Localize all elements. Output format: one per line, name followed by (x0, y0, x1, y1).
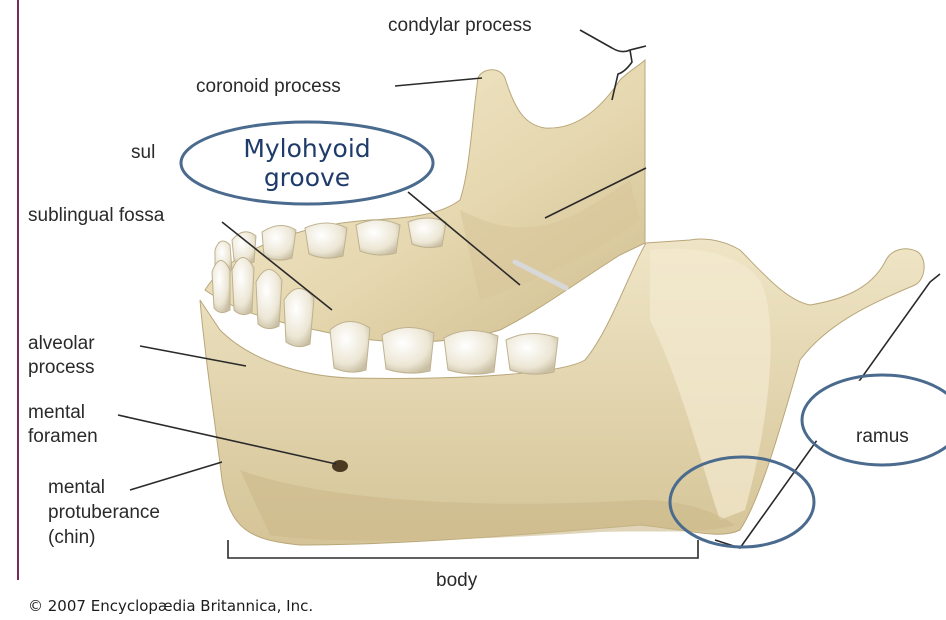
label-alveolar-line1: alveolar (28, 333, 95, 355)
label-mental-protuberance-line1: mental (48, 477, 105, 499)
left-border-line (17, 0, 19, 580)
callout-mylohyoid-line1: Mylohyoid (211, 134, 403, 163)
label-alveolar-line2: process (28, 357, 95, 379)
label-body: body (436, 570, 477, 592)
label-mental-protuberance-line3: (chin) (48, 527, 96, 549)
copyright-notice: © 2007 Encyclopædia Britannica, Inc. (28, 597, 313, 615)
callout-mylohyoid-line2: groove (211, 163, 403, 192)
label-sul-fragment: sul (131, 142, 155, 164)
label-mental-protuberance-line2: protuberance (48, 502, 160, 524)
label-sublingual-fossa: sublingual fossa (28, 205, 164, 227)
leader-coronoid (395, 78, 482, 86)
mental-foramen-hole (332, 460, 348, 472)
label-condylar-process: condylar process (388, 15, 532, 37)
label-mental-foramen-line1: mental (28, 402, 85, 424)
ramus-callout-fill (806, 379, 946, 461)
label-coronoid-process: coronoid process (196, 76, 341, 98)
leader-mental-protuberance (130, 462, 222, 490)
label-mental-foramen-line2: foramen (28, 426, 98, 448)
label-ramus: ramus (856, 426, 909, 448)
